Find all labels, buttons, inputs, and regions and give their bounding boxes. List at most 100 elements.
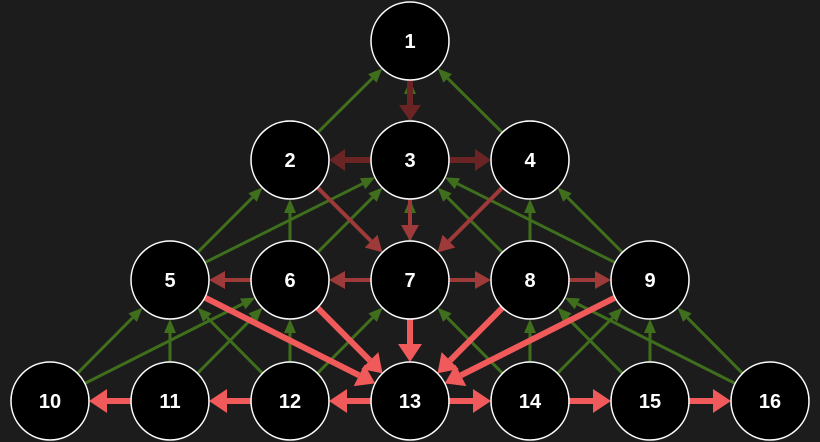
arrowhead [209, 271, 225, 289]
edge-16-to-9 [677, 307, 744, 375]
node-5: 5 [130, 240, 210, 320]
arrowhead [524, 199, 536, 213]
edge-16-to-8 [564, 297, 736, 385]
edge-13-to-12 [329, 389, 371, 413]
edge-12-to-11 [209, 389, 251, 413]
node-label: 12 [279, 391, 301, 413]
node-circle [250, 240, 330, 320]
arrowhead [437, 307, 452, 322]
arrowhead [444, 364, 467, 387]
node-label: 13 [399, 391, 421, 413]
node-15: 15 [610, 361, 690, 441]
node-6: 6 [250, 240, 330, 320]
arrowhead [595, 271, 611, 289]
node-label: 4 [524, 150, 536, 172]
node-label: 8 [524, 270, 535, 292]
node-circle [250, 120, 330, 200]
edge-15-to-9 [644, 319, 656, 362]
edge-11-to-6 [196, 307, 263, 375]
node-circle [130, 240, 210, 320]
node-10: 10 [10, 361, 90, 441]
node-label: 2 [284, 150, 295, 172]
node-circle [370, 361, 450, 441]
node-1: 1 [370, 1, 450, 81]
edge-9-to-4 [557, 187, 624, 254]
edge-line [686, 316, 744, 375]
node-label: 6 [284, 270, 295, 292]
node-13: 13 [370, 361, 450, 441]
edge-12-to-5 [197, 307, 264, 375]
edge-7-to-6 [329, 271, 371, 289]
arrowhead [437, 187, 452, 202]
arrowhead [608, 307, 623, 322]
edge-4-to-1 [437, 68, 504, 134]
edge-line [196, 316, 254, 375]
edge-4-to-7 [437, 186, 504, 253]
node-label: 3 [404, 150, 415, 172]
edge-8-to-4 [524, 199, 536, 241]
node-circle [370, 240, 450, 320]
node-7: 7 [370, 240, 450, 320]
arrowhead [359, 177, 376, 190]
node-circle [610, 240, 690, 320]
edge-line [566, 316, 624, 375]
arrowhead [284, 319, 296, 333]
edge-6-to-5 [209, 271, 251, 289]
node-14: 14 [490, 361, 570, 441]
edge-14-to-7 [437, 307, 504, 375]
node-label: 15 [639, 391, 661, 413]
arrowhead [284, 199, 296, 213]
arrowhead [437, 352, 459, 374]
edge-5-to-2 [196, 187, 263, 254]
arrowhead [248, 187, 263, 202]
arrowhead [164, 319, 176, 333]
edge-10-to-5 [76, 307, 143, 375]
edge-3-to-4 [449, 149, 491, 171]
edge-3-to-2 [329, 149, 371, 171]
edge-line [566, 196, 624, 254]
arrowhead [401, 225, 419, 241]
arrowhead [361, 352, 383, 374]
arrowhead [329, 389, 347, 413]
node-label: 5 [164, 270, 175, 292]
edge-3-to-7 [401, 199, 419, 241]
edge-line [76, 316, 134, 375]
node-label: 9 [644, 270, 655, 292]
node-9: 9 [610, 240, 690, 320]
edge-2-to-1 [316, 68, 383, 134]
arrowhead [248, 307, 263, 322]
arrowhead [557, 307, 572, 322]
edge-8-to-13 [437, 305, 505, 374]
node-label: 11 [159, 391, 180, 413]
edge-11-to-10 [89, 389, 131, 413]
node-label: 14 [519, 391, 542, 413]
edge-line [203, 294, 361, 379]
node-label: 7 [404, 270, 415, 292]
edge-line [446, 316, 504, 375]
edge-13-to-14 [449, 389, 491, 413]
edge-line [447, 186, 504, 243]
edge-7-to-8 [449, 271, 491, 289]
node-16: 16 [730, 361, 810, 441]
node-circle [490, 361, 570, 441]
edge-11-to-5 [164, 319, 176, 362]
node-circle [130, 361, 210, 441]
edge-6-to-13 [315, 305, 383, 374]
edge-6-to-3 [316, 187, 383, 254]
edge-12-to-7 [316, 307, 383, 375]
edge-line [446, 196, 504, 254]
node-8: 8 [490, 240, 570, 320]
arrowhead [398, 344, 422, 362]
node-label: 16 [759, 391, 781, 413]
edge-line [448, 305, 505, 363]
arrowhead [644, 319, 656, 333]
arrowhead [353, 364, 376, 387]
arrowhead [473, 389, 491, 413]
arrowhead [240, 297, 256, 310]
arrowhead [209, 389, 227, 413]
edge-line [459, 294, 617, 379]
edge-14-to-9 [556, 307, 623, 375]
